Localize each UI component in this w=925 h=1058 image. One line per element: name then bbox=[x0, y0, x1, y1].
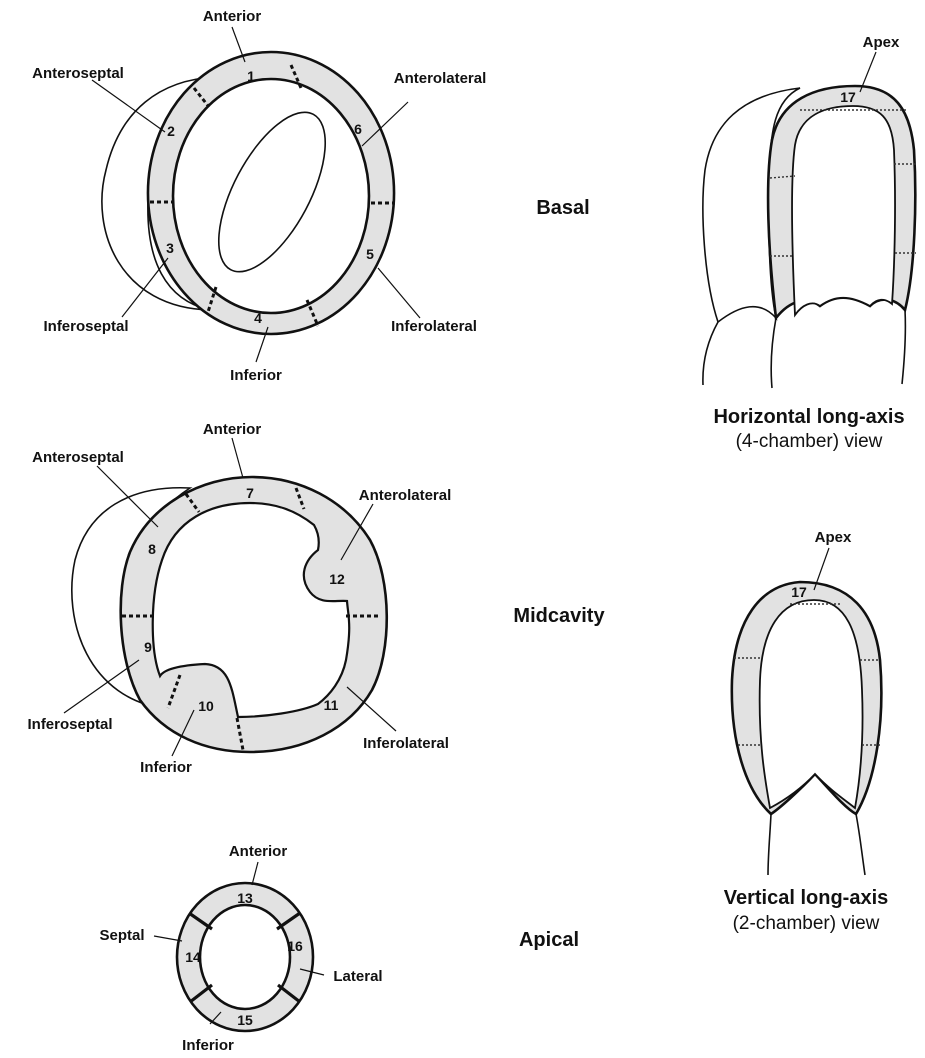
mid-label-anterior: Anterior bbox=[203, 421, 262, 438]
basal-label-anterolateral: Anterolateral bbox=[394, 70, 487, 87]
vertical-view-title: Vertical long-axis bbox=[724, 887, 889, 909]
apical-label-lateral: Lateral bbox=[333, 968, 382, 985]
level-label-basal: Basal bbox=[536, 197, 589, 219]
segment-number-6: 6 bbox=[354, 121, 362, 137]
basal-myocardium-ring bbox=[148, 52, 394, 334]
basal-label-inferior: Inferior bbox=[230, 367, 282, 384]
horizontal-view-subtitle: (4-chamber) view bbox=[736, 431, 883, 452]
segment-number-15: 15 bbox=[237, 1012, 253, 1028]
apical-short-axis: Anterior Septal Lateral Inferior 13 14 1… bbox=[99, 843, 382, 1054]
mid-label-inferoseptal: Inferoseptal bbox=[27, 716, 112, 733]
level-label-apical: Apical bbox=[519, 929, 579, 951]
horizontal-segment-number-17: 17 bbox=[840, 89, 856, 105]
vertical-lv-cavity bbox=[760, 600, 863, 808]
segment-number-3: 3 bbox=[166, 240, 174, 256]
segment-number-2: 2 bbox=[167, 123, 175, 139]
basal-label-inferoseptal: Inferoseptal bbox=[43, 318, 128, 335]
vertical-view-subtitle: (2-chamber) view bbox=[733, 913, 880, 934]
segment-number-8: 8 bbox=[148, 541, 156, 557]
basal-label-anteroseptal: Anteroseptal bbox=[32, 65, 124, 82]
segment-number-4: 4 bbox=[254, 310, 262, 326]
mid-label-anteroseptal: Anteroseptal bbox=[32, 449, 124, 466]
segment-number-7: 7 bbox=[246, 485, 254, 501]
level-label-midcavity: Midcavity bbox=[513, 605, 605, 627]
segment-number-12: 12 bbox=[329, 571, 345, 587]
vertical-long-axis-view: Apex 17 Vertical long-axis (2-chamber) v… bbox=[724, 529, 889, 934]
vertical-segment-number-17: 17 bbox=[791, 584, 807, 600]
segment-number-9: 9 bbox=[144, 639, 152, 655]
mitral-valve bbox=[197, 96, 347, 287]
segment-number-11: 11 bbox=[324, 697, 339, 713]
horizontal-view-title: Horizontal long-axis bbox=[713, 406, 904, 428]
segment-number-10: 10 bbox=[198, 698, 214, 714]
mid-label-anterolateral: Anterolateral bbox=[359, 487, 452, 504]
vertical-apex-label: Apex bbox=[815, 529, 852, 546]
segment-number-5: 5 bbox=[366, 246, 374, 262]
horizontal-long-axis-view: Apex 17 Horizontal long-axis (4-chamber)… bbox=[703, 34, 916, 452]
horizontal-apex-label: Apex bbox=[863, 34, 900, 51]
horizontal-lv-cavity bbox=[792, 106, 895, 315]
basal-short-axis: Anterior Anteroseptal Anterolateral Infe… bbox=[32, 8, 486, 384]
apical-label-septal: Septal bbox=[99, 927, 144, 944]
basal-label-inferolateral: Inferolateral bbox=[391, 318, 477, 335]
basal-label-anterior: Anterior bbox=[203, 8, 262, 25]
segment-number-13: 13 bbox=[237, 890, 253, 906]
segment-number-14: 14 bbox=[185, 949, 201, 965]
mid-label-inferior: Inferior bbox=[140, 759, 192, 776]
segment-number-1: 1 bbox=[247, 68, 255, 84]
midcavity-short-axis: Anterior Anteroseptal Anterolateral Infe… bbox=[27, 421, 451, 776]
segment-number-16: 16 bbox=[287, 938, 303, 954]
mid-label-inferolateral: Inferolateral bbox=[363, 735, 449, 752]
apical-label-inferior: Inferior bbox=[182, 1037, 234, 1054]
apical-label-anterior: Anterior bbox=[229, 843, 288, 860]
